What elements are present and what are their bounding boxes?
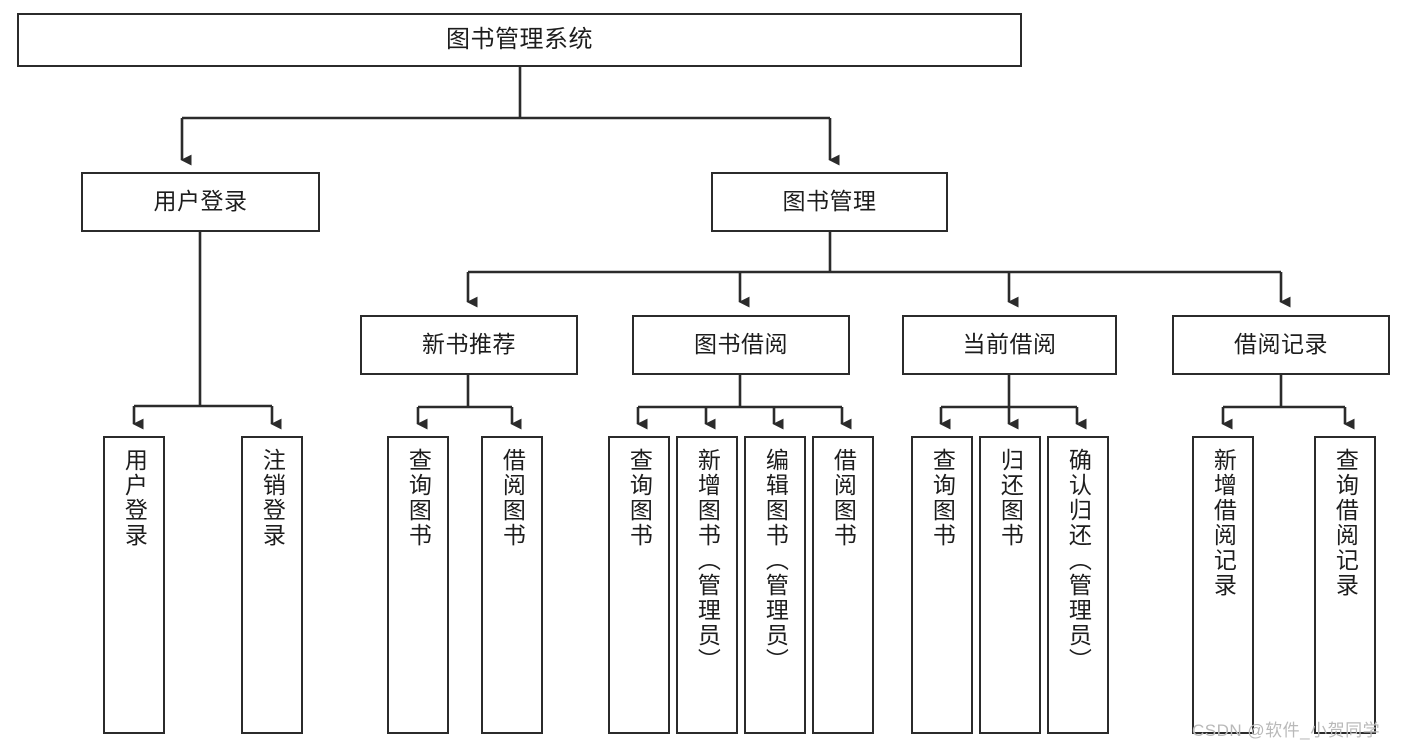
node-user-login[interactable]: 用户登录 bbox=[81, 172, 320, 232]
node-label: 查询图书 bbox=[929, 448, 956, 548]
leaf-user-login[interactable]: 用户登录 bbox=[103, 436, 165, 734]
node-label: 新增图书（管理员） bbox=[694, 448, 721, 673]
leaf-query-book-recommend[interactable]: 查询图书 bbox=[387, 436, 449, 734]
node-label: 图书借阅 bbox=[694, 331, 788, 358]
node-label: 图书管理 bbox=[782, 188, 877, 215]
node-label: 新增借阅记录 bbox=[1210, 448, 1237, 598]
node-label: 查询图书 bbox=[626, 448, 653, 548]
node-label: 借阅图书 bbox=[830, 448, 857, 548]
node-label: 新书推荐 bbox=[422, 331, 516, 358]
node-label: 注销登录 bbox=[259, 448, 286, 548]
leaf-return-book[interactable]: 归还图书 bbox=[979, 436, 1041, 734]
leaf-add-book-admin[interactable]: 新增图书（管理员） bbox=[676, 436, 738, 734]
node-label: 用户登录 bbox=[121, 448, 148, 548]
csdn-watermark: CSDN @软件_小贺同学 bbox=[1192, 721, 1381, 740]
node-label: 借阅记录 bbox=[1234, 331, 1328, 358]
node-label: 编辑图书（管理员） bbox=[762, 448, 789, 673]
node-root-system[interactable]: 图书管理系统 bbox=[17, 13, 1022, 67]
node-label: 查询借阅记录 bbox=[1332, 448, 1359, 598]
node-label: 确认归还（管理员） bbox=[1065, 448, 1092, 673]
leaf-logout-login[interactable]: 注销登录 bbox=[241, 436, 303, 734]
leaf-borrow-book[interactable]: 借阅图书 bbox=[812, 436, 874, 734]
leaf-borrow-book-recommend[interactable]: 借阅图书 bbox=[481, 436, 543, 734]
node-label: 归还图书 bbox=[997, 448, 1024, 548]
node-label: 查询图书 bbox=[405, 448, 432, 548]
node-label: 当前借阅 bbox=[962, 331, 1057, 358]
node-label: 借阅图书 bbox=[499, 448, 526, 548]
node-borrow-record[interactable]: 借阅记录 bbox=[1172, 315, 1390, 375]
node-label: 图书管理系统 bbox=[446, 25, 593, 53]
node-book-management[interactable]: 图书管理 bbox=[711, 172, 948, 232]
node-book-borrow[interactable]: 图书借阅 bbox=[632, 315, 850, 375]
leaf-query-borrow-record[interactable]: 查询借阅记录 bbox=[1314, 436, 1376, 734]
node-current-borrow[interactable]: 当前借阅 bbox=[902, 315, 1117, 375]
leaf-confirm-return-admin[interactable]: 确认归还（管理员） bbox=[1047, 436, 1109, 734]
leaf-query-book-current[interactable]: 查询图书 bbox=[911, 436, 973, 734]
node-label: 用户登录 bbox=[153, 188, 248, 215]
leaf-edit-book-admin[interactable]: 编辑图书（管理员） bbox=[744, 436, 806, 734]
node-new-book-recommend[interactable]: 新书推荐 bbox=[360, 315, 578, 375]
leaf-query-book-borrow[interactable]: 查询图书 bbox=[608, 436, 670, 734]
leaf-add-borrow-record[interactable]: 新增借阅记录 bbox=[1192, 436, 1254, 734]
